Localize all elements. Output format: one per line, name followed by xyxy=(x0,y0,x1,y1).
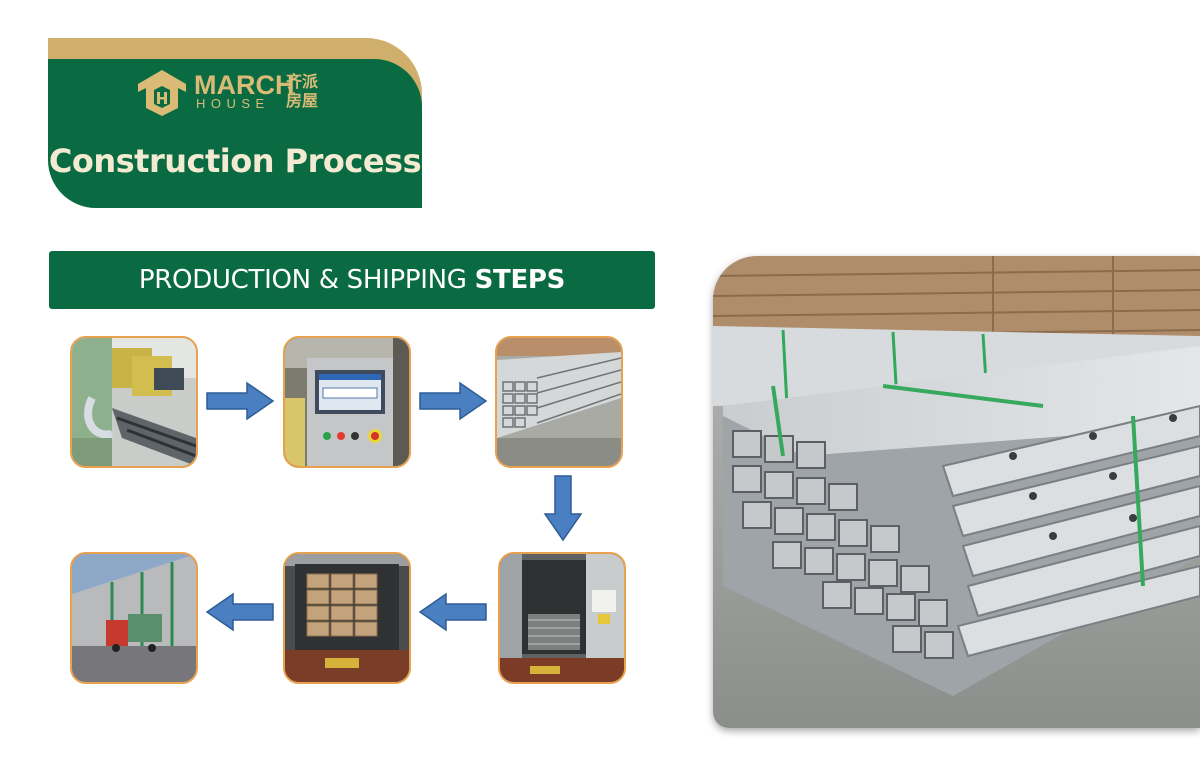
header-card xyxy=(48,59,422,208)
steps-banner: PRODUCTION & SHIPPING STEPS xyxy=(49,251,655,309)
arrow-down-icon xyxy=(543,475,583,542)
container-loading-photo xyxy=(500,554,624,682)
control-panel-photo xyxy=(285,338,409,466)
step-photo-finished-profiles xyxy=(495,336,623,468)
large-photo-steel-profiles xyxy=(713,256,1200,728)
step-photo-control-panel xyxy=(283,336,411,468)
loaded-truck-photo xyxy=(285,554,409,682)
step-photo-loaded-truck xyxy=(283,552,411,684)
logo-name: MARCH xyxy=(194,70,295,100)
brand-logo: MARCH HOUSE 齐派房屋 xyxy=(136,68,336,118)
logo-subtitle: HOUSE xyxy=(196,96,270,111)
banner-text: PRODUCTION & SHIPPING xyxy=(138,265,475,295)
page-title: Construction Process xyxy=(48,142,422,180)
arrow-left-icon xyxy=(418,592,487,632)
banner-text-bold: STEPS xyxy=(474,265,566,295)
arrow-left-icon xyxy=(205,592,274,632)
arrow-right-icon xyxy=(206,381,275,421)
arrow-right-icon xyxy=(419,381,488,421)
step-photo-truck-factory xyxy=(70,552,198,684)
truck-factory-photo xyxy=(72,554,196,682)
logo-chinese-name: 齐派房屋 xyxy=(286,72,319,110)
house-logo-icon xyxy=(138,70,186,116)
roll-forming-photo xyxy=(72,338,196,466)
steel-profiles-photo xyxy=(713,256,1200,728)
finished-profiles-photo xyxy=(497,338,621,466)
step-photo-container-loading xyxy=(498,552,626,684)
step-photo-roll-forming xyxy=(70,336,198,468)
